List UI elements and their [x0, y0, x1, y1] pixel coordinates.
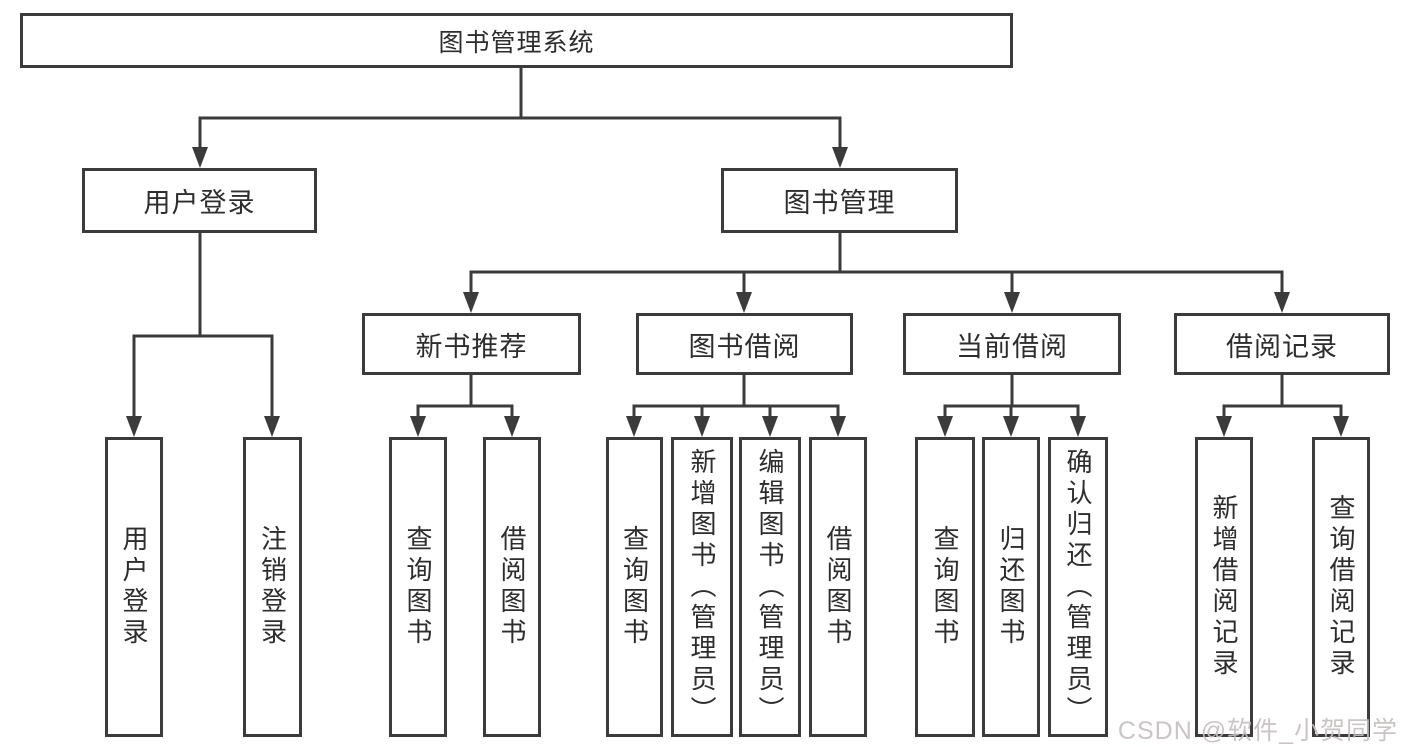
node-user-login: 用户登录	[82, 168, 317, 233]
leaf-user-login: 用户登录	[105, 437, 163, 737]
leaf-logout: 注销登录	[243, 437, 302, 737]
leaf-current-query-book: 查询图书	[915, 437, 975, 737]
leaf-record-query-record: 查询借阅记录	[1312, 437, 1370, 737]
leaf-borrow-borrow-book: 借阅图书	[809, 437, 867, 737]
leaf-current-confirm-return-admin: 确认归还（管理员）	[1048, 437, 1108, 737]
arrowheads	[126, 147, 1349, 437]
leaf-borrow-add-book-admin: 新增图书（管理员）	[671, 437, 733, 737]
leaf-borrow-query-book: 查询图书	[606, 437, 663, 737]
node-book-management: 图书管理	[721, 168, 958, 233]
leaf-current-return-book: 归还图书	[982, 437, 1040, 737]
node-library-system: 图书管理系统	[20, 13, 1013, 68]
leaf-recommend-borrow-book: 借阅图书	[483, 437, 541, 737]
leaf-borrow-edit-book-admin: 编辑图书（管理员）	[739, 437, 801, 737]
node-current-borrow: 当前借阅	[903, 313, 1121, 375]
node-book-borrow: 图书借阅	[636, 313, 853, 375]
node-borrow-record: 借阅记录	[1174, 313, 1390, 375]
leaf-recommend-query-book: 查询图书	[389, 437, 447, 737]
leaf-record-add-record: 新增借阅记录	[1195, 437, 1253, 737]
node-new-book-recommend: 新书推荐	[362, 313, 581, 375]
csdn-watermark: CSDN @软件_小贺同学	[1117, 717, 1398, 745]
